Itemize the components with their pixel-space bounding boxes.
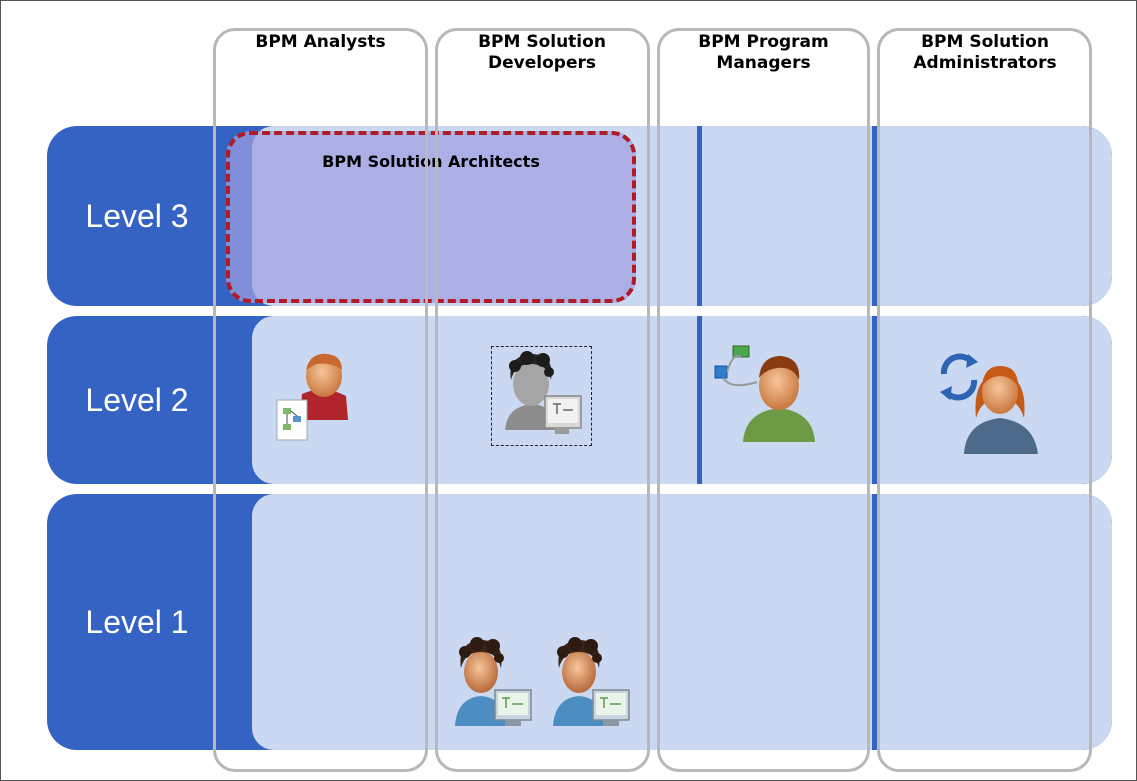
developer-person-icon xyxy=(497,350,589,442)
level-3-label: Level 3 xyxy=(85,197,189,234)
level-2-cells xyxy=(252,316,1112,484)
column-solution-administrators xyxy=(877,28,1092,772)
column-solution-developers xyxy=(435,28,650,772)
column-program-managers xyxy=(657,28,870,772)
level-1-band: Level 1 xyxy=(47,494,1112,750)
administrator-person-icon xyxy=(938,348,1044,456)
level-1-cells xyxy=(252,494,1112,750)
column-header-analysts: BPM Analysts xyxy=(255,32,386,52)
program-manager-person-icon xyxy=(713,344,823,444)
column-header-solution-developers: BPM Solution Developers xyxy=(478,32,606,73)
column-header-program-managers: BPM Program Managers xyxy=(698,32,829,73)
level-1-label: Level 1 xyxy=(85,603,189,640)
column-analysts xyxy=(213,28,428,772)
solution-architects-label: BPM Solution Architects xyxy=(322,152,540,171)
level-2-label: Level 2 xyxy=(85,381,189,418)
developer-person-icon xyxy=(449,636,537,734)
analyst-person-icon xyxy=(272,350,352,446)
column-header-solution-administrators: BPM Solution Administrators xyxy=(913,32,1057,73)
selection-box xyxy=(491,346,592,446)
solution-architects-region xyxy=(226,131,636,303)
developer-person-icon xyxy=(547,636,635,734)
